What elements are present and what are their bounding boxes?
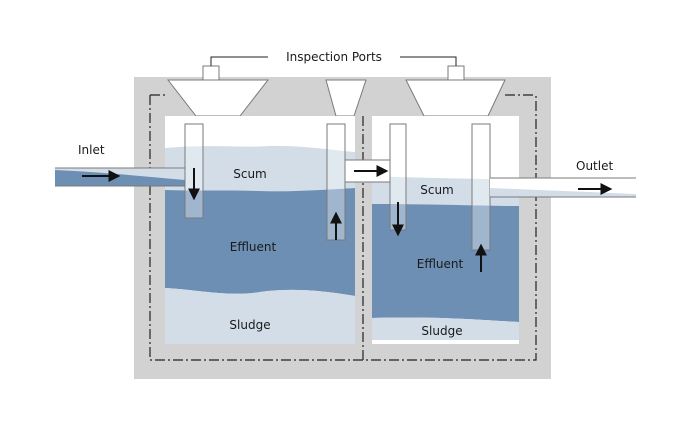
outlet-label: Outlet — [576, 159, 613, 173]
left-scum-layer — [165, 145, 355, 192]
effluent-left-label: Effluent — [230, 240, 277, 254]
inspection-ports-bracket-left — [210, 56, 268, 66]
sludge-right-label: Sludge — [421, 324, 462, 338]
inspection-port-right — [447, 65, 465, 81]
scum-right-label: Scum — [420, 183, 454, 197]
right-scum-layer — [372, 176, 519, 206]
inspection-port-left — [202, 65, 220, 81]
right-effluent-layer — [372, 204, 519, 322]
funnel-right — [405, 79, 506, 117]
sludge-left-label: Sludge — [229, 318, 270, 332]
left-effluent-layer — [165, 188, 355, 296]
outlet-water — [490, 188, 636, 197]
right-sludge-layer — [372, 317, 519, 340]
inspection-ports-label: Inspection Ports — [286, 50, 382, 64]
effluent-right-label: Effluent — [417, 257, 464, 271]
inner-dash-outline — [149, 95, 537, 361]
scum-left-label: Scum — [233, 167, 267, 181]
inlet-label: Inlet — [78, 143, 105, 157]
outlet-baffle — [471, 123, 491, 251]
inspection-ports-bracket-right — [400, 56, 457, 66]
left-sludge-layer — [165, 288, 355, 344]
